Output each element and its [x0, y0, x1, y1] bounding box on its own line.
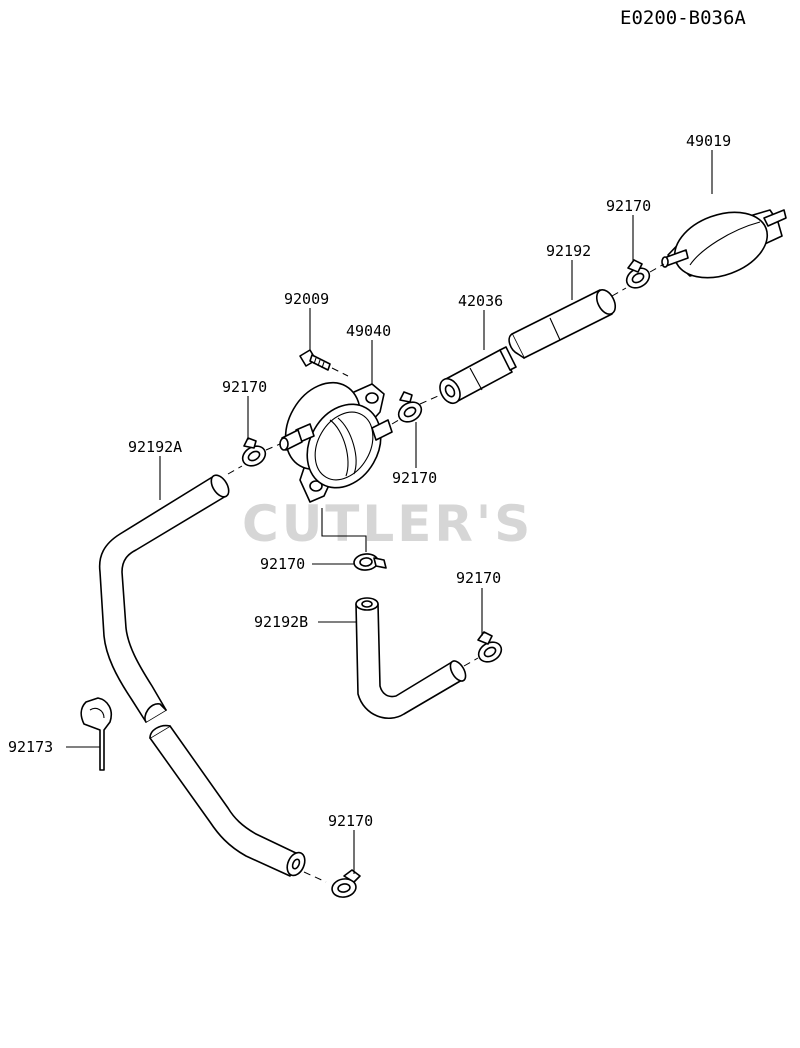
label-92170-right: 92170: [456, 569, 501, 587]
clamp-92173[interactable]: [80, 697, 113, 771]
label-42036: 42036: [458, 292, 503, 310]
watermark: CUTLER'S: [242, 495, 533, 553]
label-92170-mid: 92170: [392, 469, 437, 487]
clamp-92170-cock-bottom[interactable]: [353, 553, 387, 571]
clamp-92170-right[interactable]: [475, 631, 505, 666]
clamp-92170-bottom[interactable]: [331, 869, 361, 899]
fuel-cock-49040[interactable]: [271, 369, 396, 503]
filter-42036[interactable]: [436, 346, 517, 407]
hose-92192A[interactable]: [98, 472, 233, 723]
label-92170-left: 92170: [222, 378, 267, 396]
label-49019: 49019: [686, 132, 731, 150]
label-92170-bottom: 92170: [328, 812, 373, 830]
hose-92192B[interactable]: [355, 597, 469, 719]
label-92170-cock-bottom: 92170: [260, 555, 305, 573]
label-92173: 92173: [8, 738, 53, 756]
screw-92009[interactable]: [299, 349, 331, 371]
fuel-filter-49019[interactable]: [661, 200, 787, 289]
label-49040: 49040: [346, 322, 391, 340]
clamp-92170-filter[interactable]: [623, 259, 653, 292]
diagram-code: E0200-B036A: [620, 7, 746, 29]
label-92192: 92192: [546, 242, 591, 260]
label-92192A: 92192A: [128, 438, 182, 456]
label-92170-filter: 92170: [606, 197, 651, 215]
clamp-92170-mid[interactable]: [395, 391, 425, 426]
hose-92192[interactable]: [508, 287, 619, 359]
label-92009: 92009: [284, 290, 329, 308]
hose-92192A-lower[interactable]: [149, 724, 308, 879]
clamp-92170-left[interactable]: [239, 437, 269, 470]
label-92192B: 92192B: [254, 613, 308, 631]
